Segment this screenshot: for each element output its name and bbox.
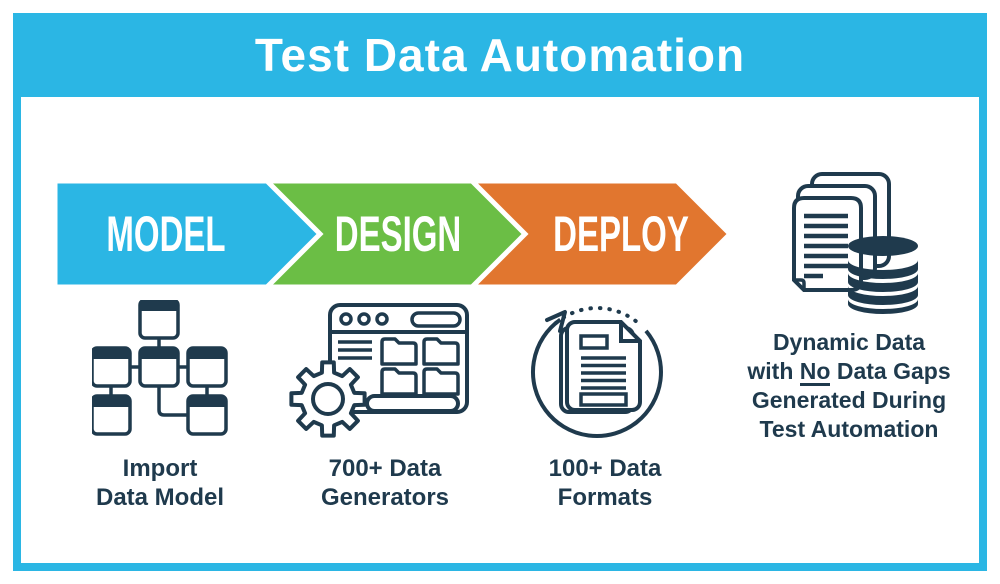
arrow-head xyxy=(545,310,567,333)
database-icon xyxy=(848,236,918,314)
header-banner: Test Data Automation xyxy=(13,13,987,97)
process-arrows xyxy=(52,181,734,287)
gear-icon xyxy=(289,360,367,438)
arrow-label-design: DESIGN xyxy=(334,206,462,262)
caption-import-data-model: Import Data Model xyxy=(95,455,224,511)
caption-data-generators: 700+ Data Generators xyxy=(320,455,450,511)
underlined-no: No xyxy=(799,358,831,386)
page-title: Test Data Automation xyxy=(254,29,746,81)
arrow-label-model: MODEL xyxy=(106,206,226,262)
folder-icon xyxy=(380,337,460,396)
document-stack xyxy=(792,172,891,292)
result-text: Dynamic Data with No Data Gaps Generated… xyxy=(747,329,951,442)
browser-window xyxy=(328,303,469,414)
model-arrow-shape xyxy=(52,181,324,287)
arrow-label-deploy: DEPLOY xyxy=(553,206,689,262)
document xyxy=(559,320,642,414)
data-generators-icon xyxy=(289,303,469,438)
documents-database-icon xyxy=(792,172,918,314)
caption-data-formats: 100+ Data Formats xyxy=(548,455,662,511)
refresh-circle xyxy=(531,306,663,439)
data-formats-icon xyxy=(531,306,663,439)
data-model-icon xyxy=(92,300,228,436)
entity-box xyxy=(92,300,228,436)
